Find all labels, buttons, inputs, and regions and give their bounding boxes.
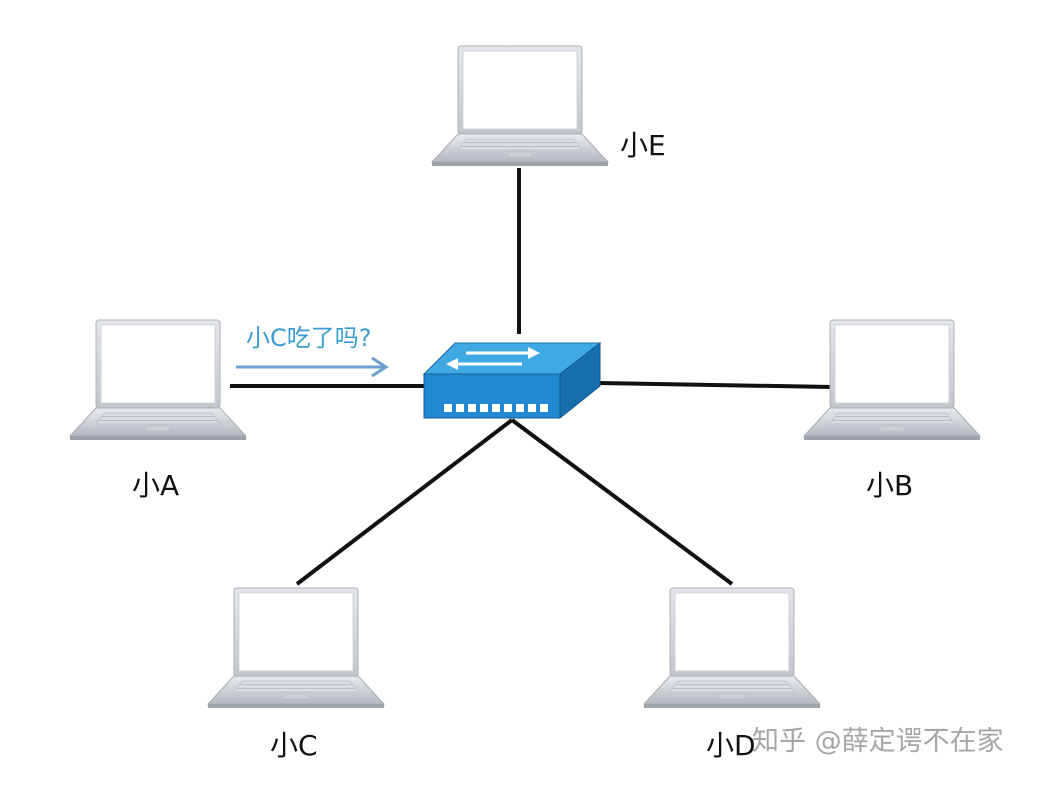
- node-label-b: 小B: [866, 469, 914, 502]
- laptop-b-icon: [803, 319, 981, 441]
- laptop-e-icon: [431, 45, 609, 167]
- node-label-d: 小D: [706, 729, 756, 762]
- message-arrow: [236, 356, 389, 378]
- laptop-d-icon: [643, 587, 821, 709]
- network-switch: [422, 341, 602, 420]
- watermark-text: 知乎 @薛定谔不在家: [752, 726, 1004, 757]
- node-label-e: 小E: [620, 129, 666, 162]
- switch-ports: [444, 404, 548, 412]
- node-label-a: 小A: [132, 469, 180, 502]
- switch-arrows-icon: [446, 347, 540, 370]
- message-label: 小C吃了吗?: [246, 324, 372, 352]
- link-switch-to-b: [597, 381, 833, 389]
- laptop-a-icon: [69, 319, 247, 441]
- link-switch-to-c: [295, 418, 514, 586]
- link-switch-to-d: [510, 418, 734, 586]
- laptop-c-icon: [207, 587, 385, 709]
- node-label-c: 小C: [270, 729, 318, 762]
